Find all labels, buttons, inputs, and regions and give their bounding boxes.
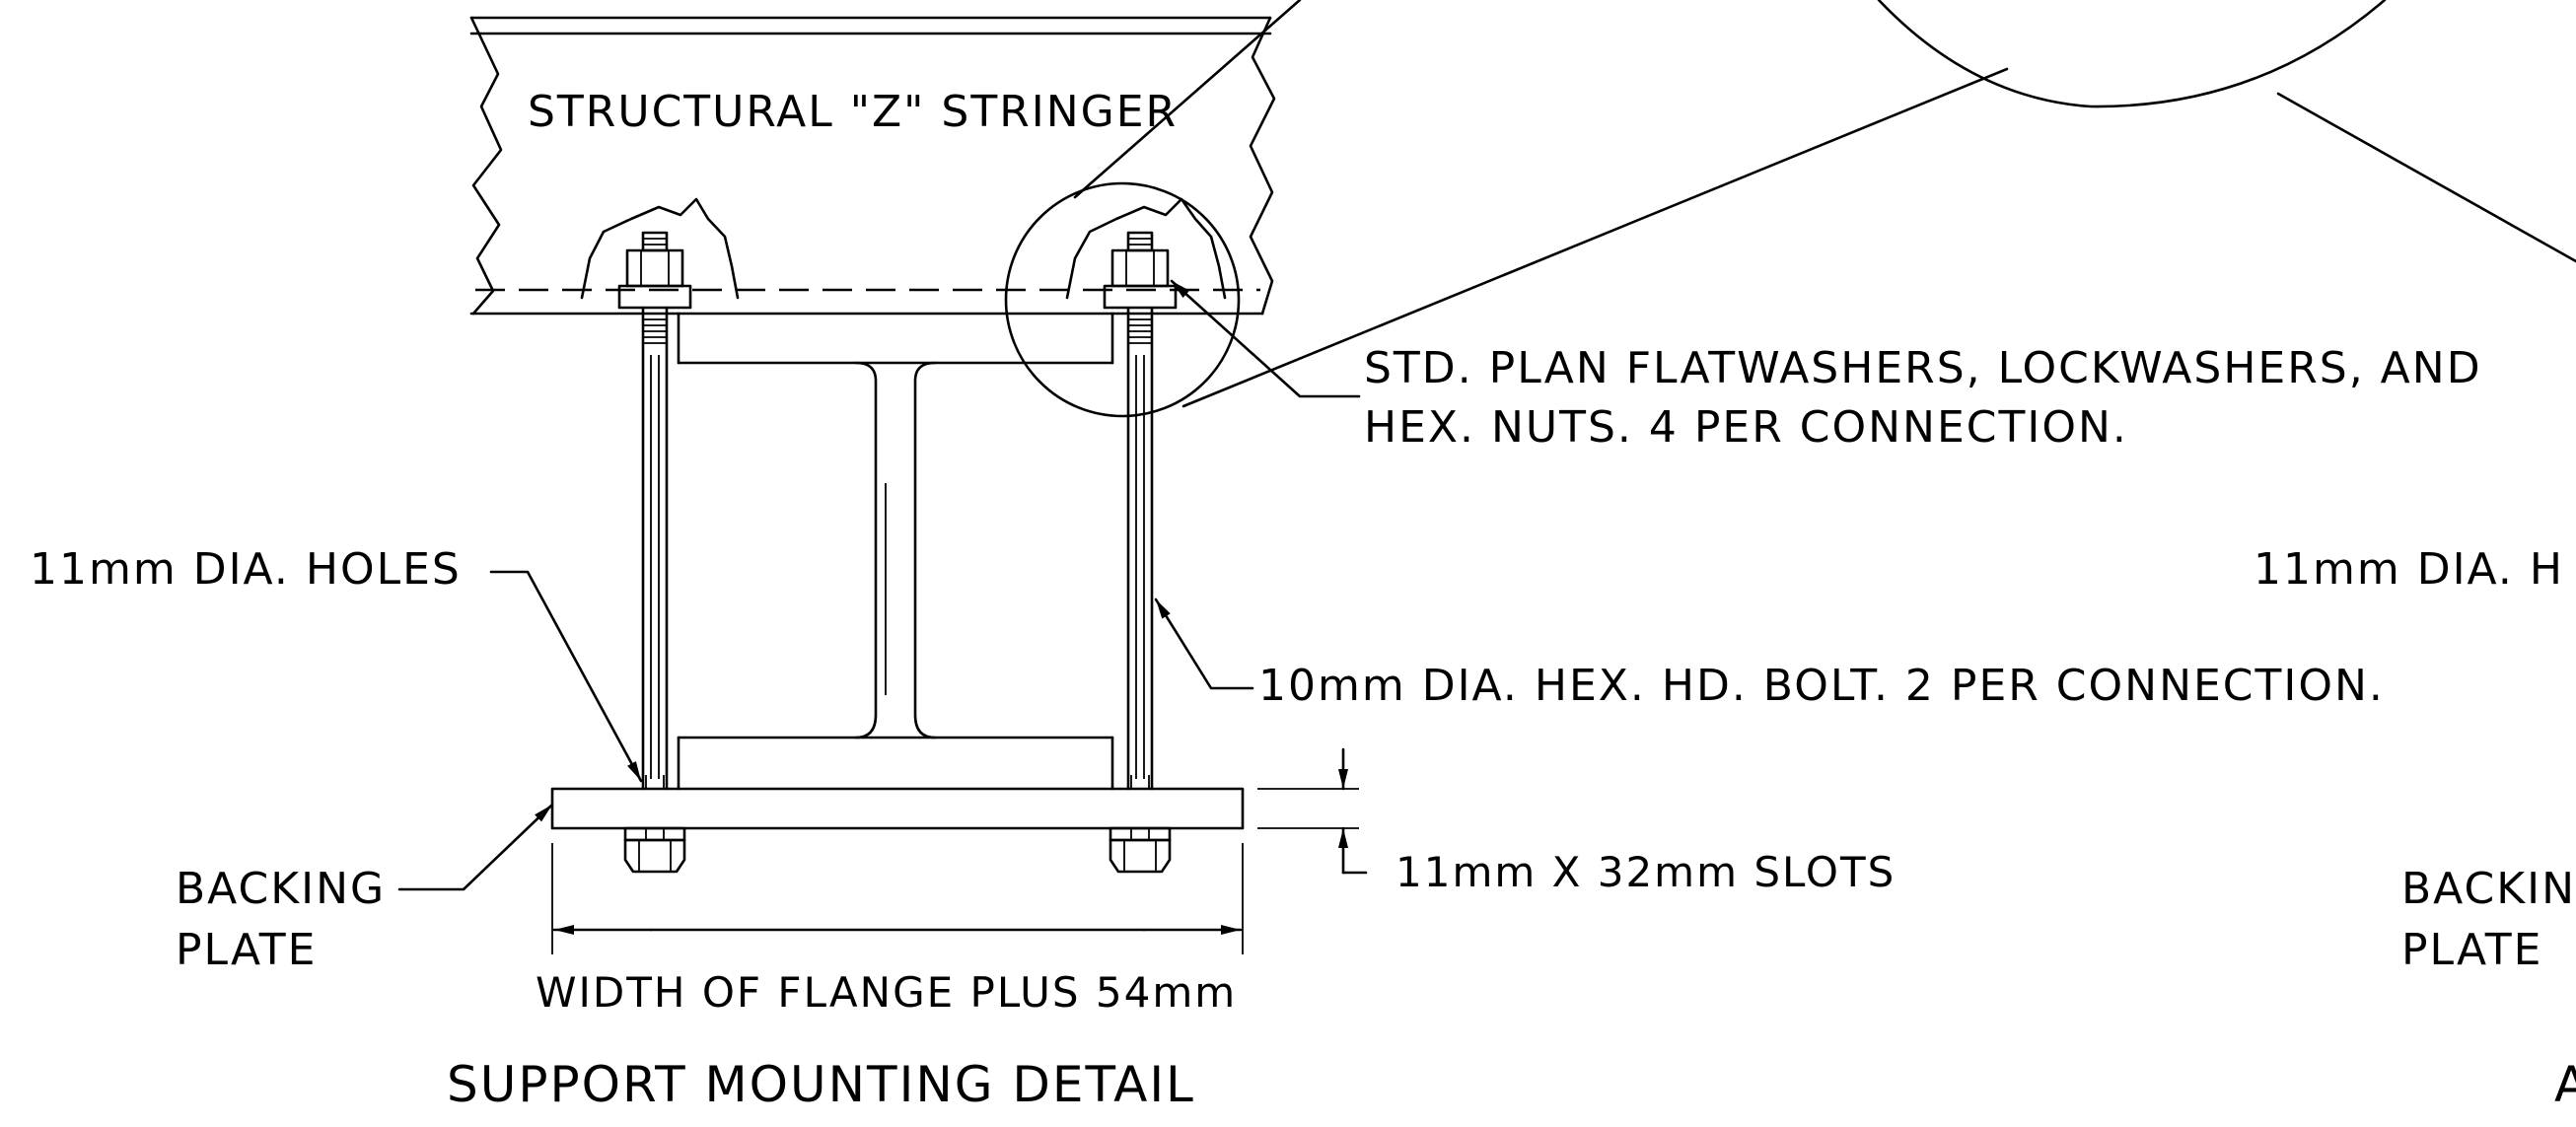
stringer-label: STRUCTURAL "Z" STRINGER <box>528 87 1179 137</box>
backing-plate-label-right-line1: BACKIN <box>2401 864 2576 914</box>
slot-dimension <box>1257 747 1368 875</box>
slots-label: 11mm X 32mm SLOTS <box>1395 848 1896 896</box>
width-dimension <box>551 843 1244 954</box>
backing-plate-label-right-line2: PLATE <box>2401 925 2543 975</box>
holes-label-left: 11mm DIA. HOLES <box>30 544 462 595</box>
i-beam-support <box>677 312 1114 791</box>
detail-title-right-fragment: A <box>2554 1056 2576 1113</box>
bolt-label: 10mm DIA. HEX. HD. BOLT. 2 PER CONNECTIO… <box>1258 661 2385 711</box>
z-stringer <box>469 16 1276 316</box>
hardware-label-line1: STD. PLAN FLATWASHERS, LOCKWASHERS, AND <box>1364 343 2482 393</box>
backing-plate-label-line2: PLATE <box>176 925 318 975</box>
detail-title: SUPPORT MOUNTING DETAIL <box>447 1056 1195 1113</box>
left-bolt-assembly <box>617 231 692 874</box>
width-label: WIDTH OF FLANGE PLUS 54mm <box>536 968 1238 1017</box>
holes-label-right: 11mm DIA. H <box>2254 544 2564 595</box>
leader-lines <box>397 279 1361 891</box>
backing-plate-label-line1: BACKING <box>176 864 387 914</box>
backing-plate <box>550 787 1245 830</box>
right-bolt-assembly <box>1103 231 1178 874</box>
hardware-label-line2: HEX. NUTS. 4 PER CONNECTION. <box>1364 402 2128 453</box>
detail-callout <box>1004 0 2576 418</box>
